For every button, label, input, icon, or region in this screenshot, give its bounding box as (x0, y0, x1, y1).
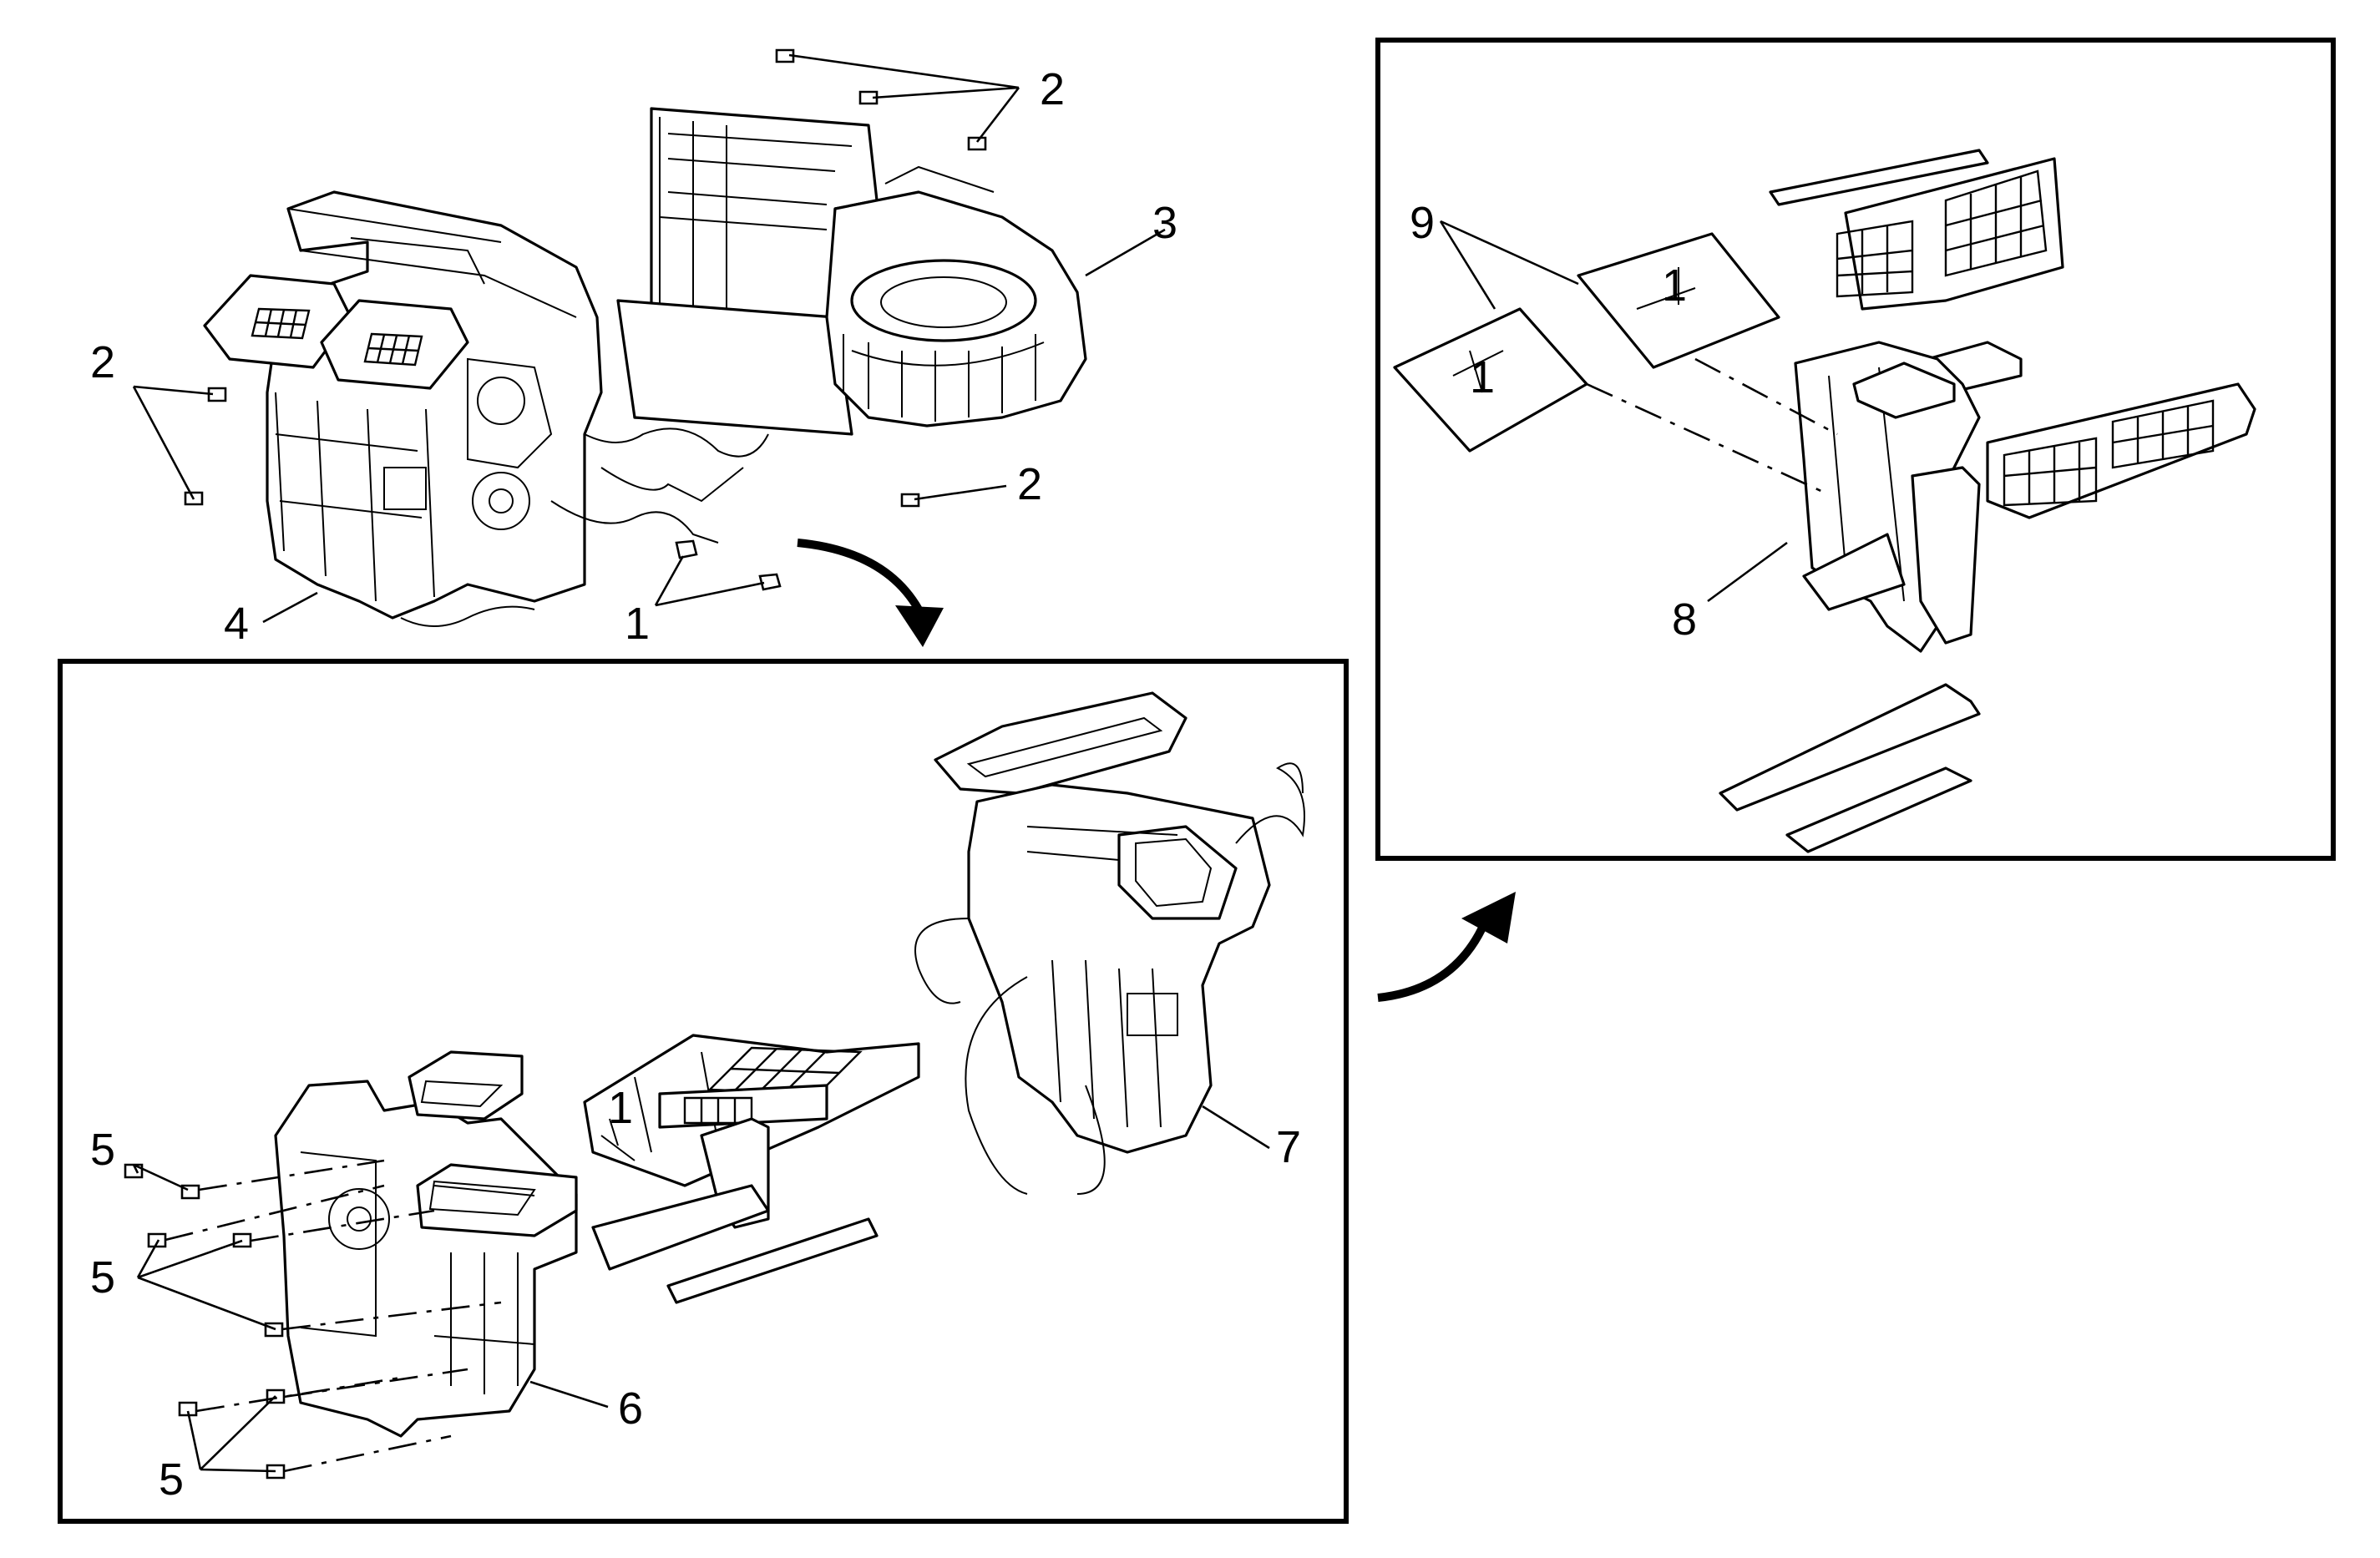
door-assembly-middle: 1 (583, 1034, 920, 1304)
door-mark-9b: 1 (1662, 261, 1687, 311)
door-mark-9a: 1 (1470, 352, 1495, 402)
heater-core-housing (616, 107, 879, 436)
callout-3: 3 (1152, 198, 1177, 248)
curved-arrow-up-icon (1377, 892, 1516, 1002)
callout-9: 9 (1410, 198, 1435, 248)
callout-8: 8 (1672, 594, 1697, 645)
blower-motor-assembly (825, 165, 1087, 427)
lower-case-half-6 (274, 1050, 578, 1438)
callout-1: 1 (625, 599, 650, 649)
detail-frame-right (1375, 38, 2336, 861)
callout-5-c: 5 (159, 1454, 184, 1505)
upper-case-half-7 (914, 691, 1305, 1195)
door-assembly-8 (1719, 149, 2256, 853)
hvac-module-assembly (203, 190, 769, 627)
callout-6: 6 (618, 1383, 643, 1434)
callout-2-top: 2 (1040, 64, 1065, 114)
detail-frame-bottom (58, 659, 1349, 1524)
curved-arrow-down-icon (797, 539, 944, 647)
callout-2-right: 2 (1017, 459, 1042, 509)
callout-2-left: 2 (90, 337, 115, 387)
door-mark-middle: 1 (608, 1083, 633, 1133)
callout-4: 4 (224, 599, 249, 649)
screws-5 (124, 1163, 286, 1480)
callout-5-a: 5 (90, 1125, 115, 1175)
callout-5-b: 5 (90, 1252, 115, 1303)
clips-1 (675, 539, 782, 591)
callout-7: 7 (1276, 1122, 1301, 1172)
door-panels-9: 1 1 (1393, 232, 1780, 453)
